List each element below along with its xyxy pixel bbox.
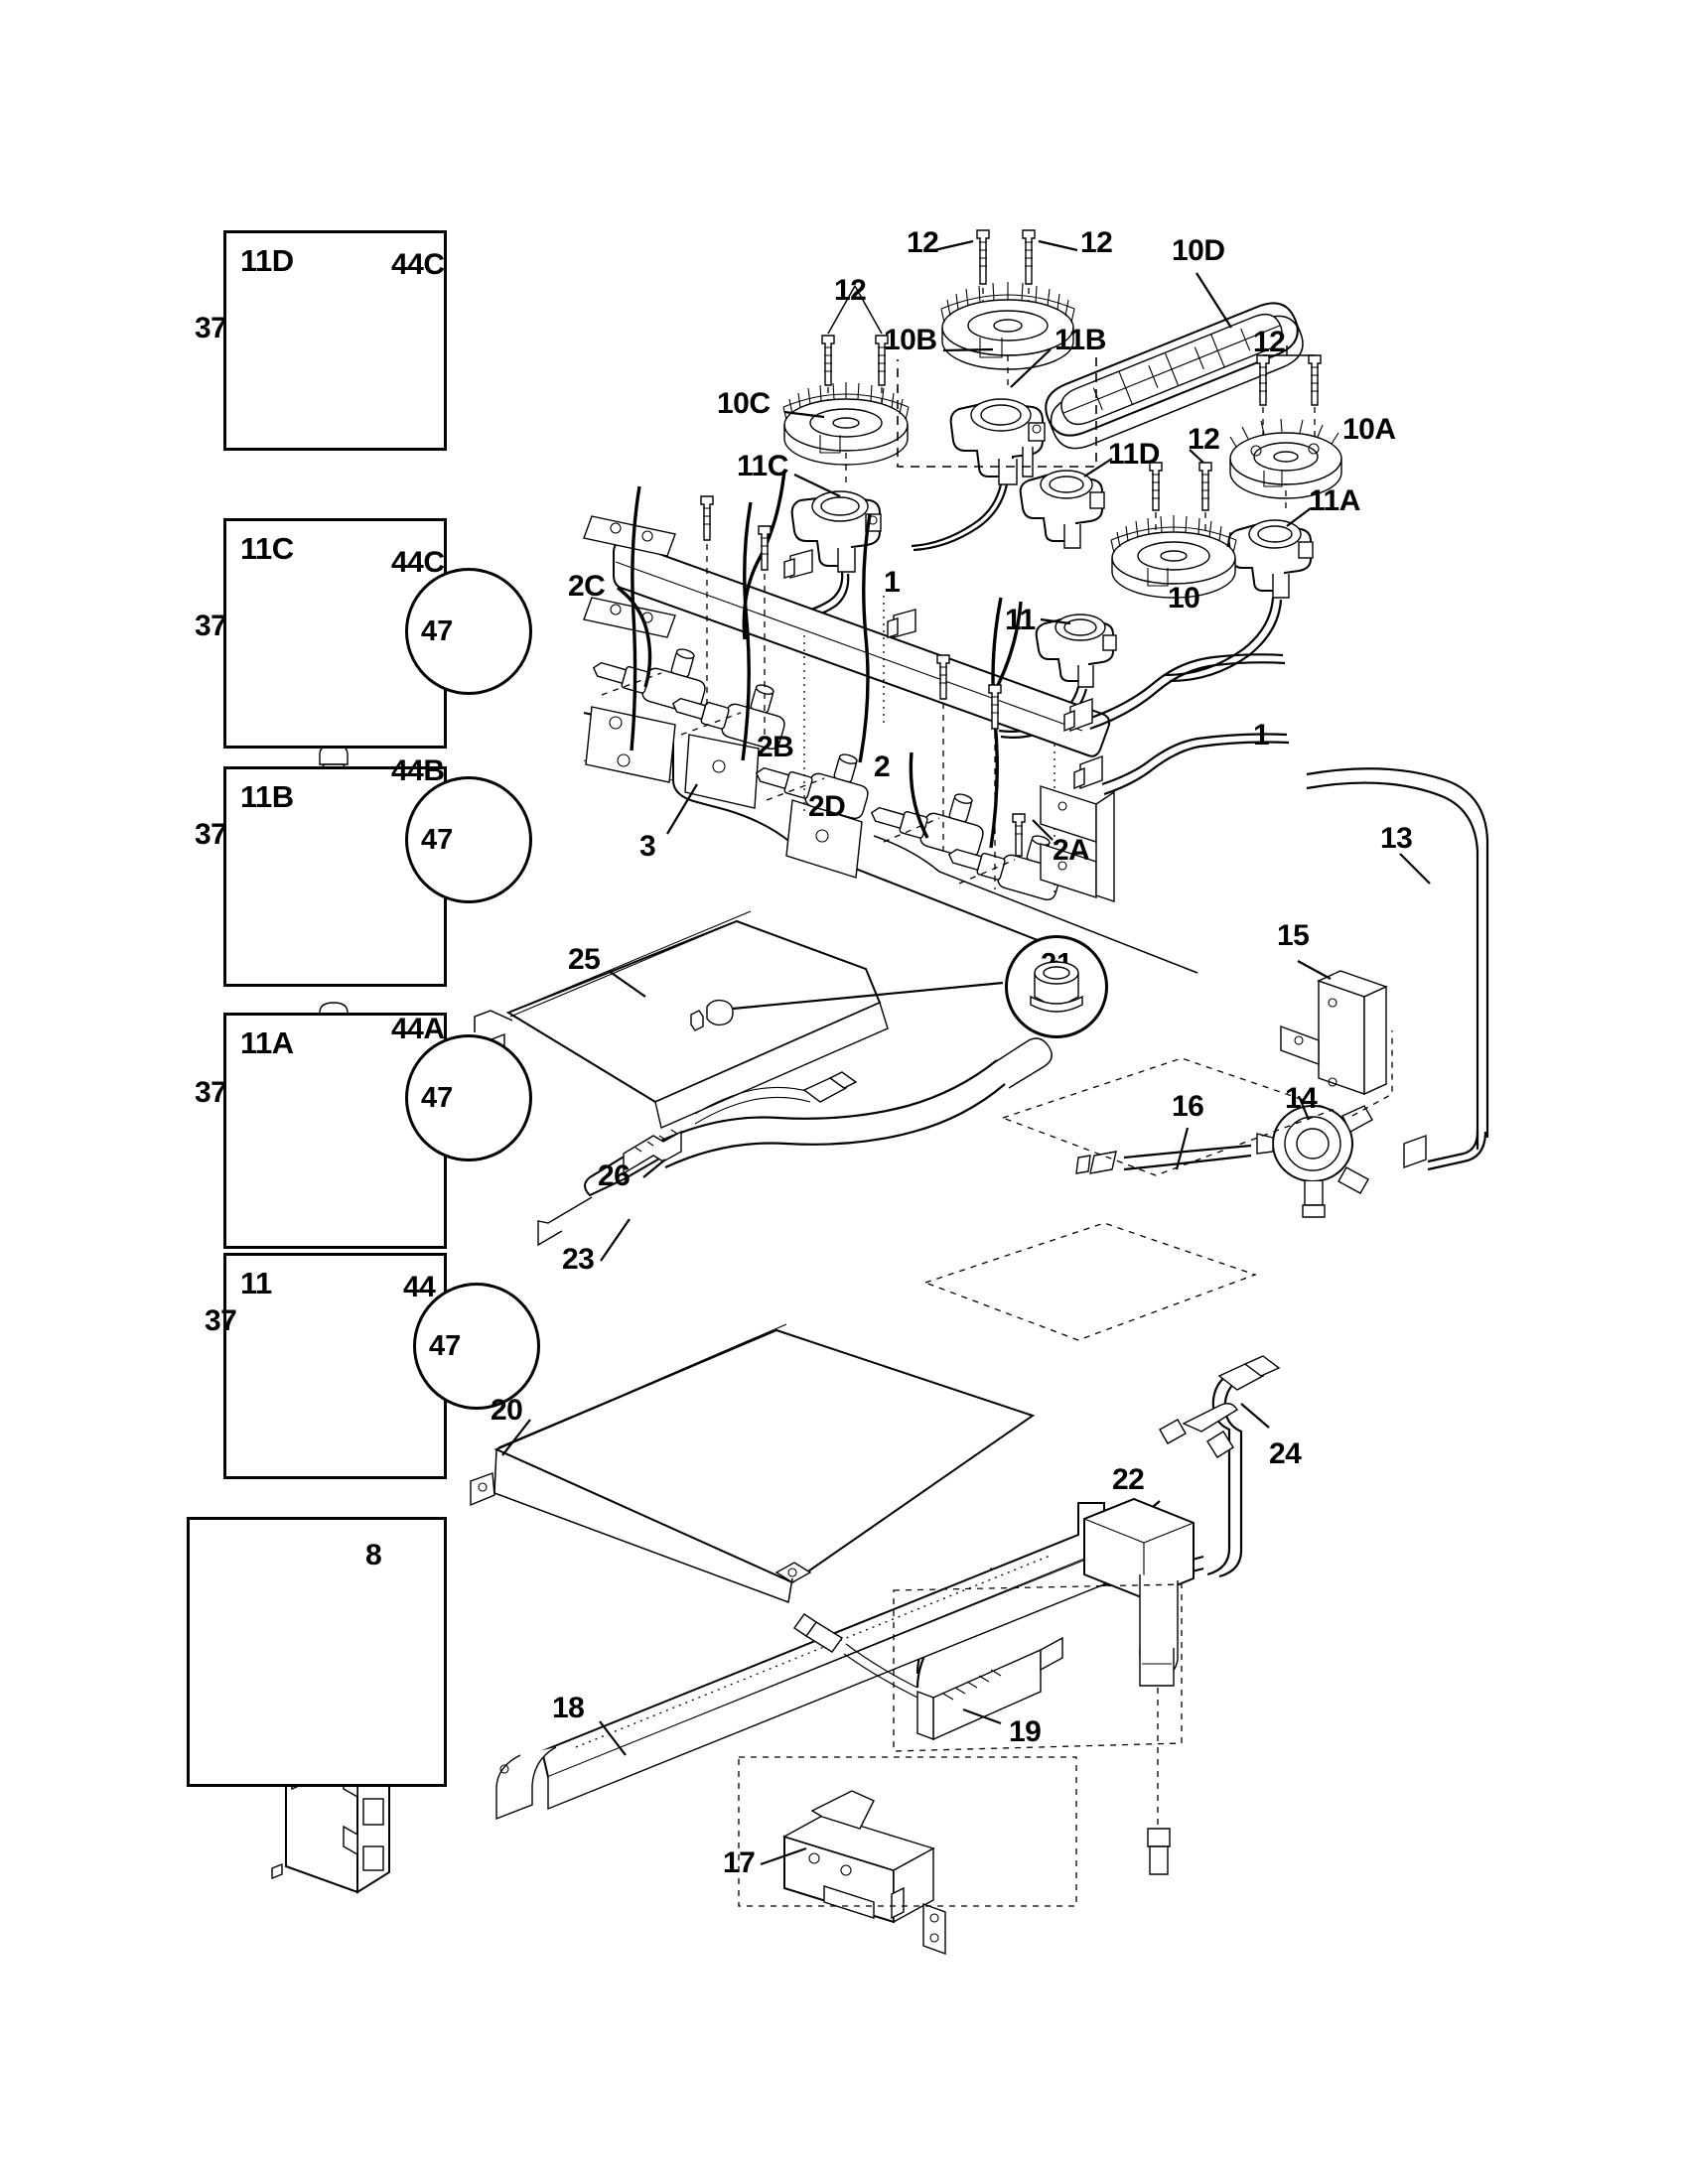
callout-12-a: 12 (907, 226, 939, 259)
inset-11d-title: 11D (240, 243, 294, 278)
callout-22: 22 (1112, 1463, 1145, 1496)
callout-24: 24 (1269, 1437, 1302, 1470)
callout-10b: 10B (884, 324, 937, 356)
callout-17: 17 (723, 1846, 756, 1879)
callout-11b: 11B (1055, 324, 1106, 356)
inset-11: 11 (223, 1253, 447, 1479)
inset-11c-title: 11C (240, 531, 294, 566)
callout-12-d: 12 (1253, 326, 1286, 358)
magnifier-47-11c (405, 568, 532, 695)
inset-11d-label-44c: 44C (391, 248, 445, 281)
lower-gas-line-art (915, 1355, 1281, 1689)
callout-16: 16 (1172, 1090, 1204, 1123)
inset-11a-title: 11A (240, 1025, 294, 1060)
callout-10c: 10C (717, 387, 771, 420)
callout-19: 19 (1009, 1715, 1042, 1748)
inset-11b: 11B (223, 766, 447, 987)
callout-23: 23 (562, 1243, 595, 1276)
callout-12-b: 12 (1080, 226, 1113, 259)
magnifier-47-11b (405, 776, 532, 903)
callout-1-b: 1 (1253, 719, 1270, 751)
broil-assembly-art (495, 1497, 1195, 1955)
callout-11d-main: 11D (1108, 438, 1160, 471)
inset-8 (187, 1517, 447, 1787)
callout-25: 25 (568, 943, 601, 976)
callout-3: 3 (639, 830, 656, 863)
callout-12-c: 12 (834, 274, 867, 307)
inset-11b-label-44b: 44B (391, 754, 445, 787)
callout-15: 15 (1277, 919, 1310, 952)
callout-20: 20 (491, 1394, 523, 1427)
callout-13: 13 (1380, 822, 1413, 855)
magnifier-47-11a (405, 1034, 532, 1161)
callout-2b: 2B (757, 731, 794, 763)
inset-11b-label-37: 37 (195, 818, 227, 851)
oven-baffle-art (474, 910, 1053, 1262)
callout-2a: 2A (1053, 834, 1090, 867)
inset-11-label-44: 44 (403, 1271, 436, 1303)
inset-11c-label-37: 37 (195, 610, 227, 642)
inset-11d-label-37: 37 (195, 312, 227, 344)
magnifier-47-11b-number: 47 (421, 824, 454, 856)
callout-12-e: 12 (1188, 423, 1220, 456)
oval-cap-10d (1045, 302, 1304, 450)
callout-11a-main: 11A (1309, 484, 1360, 517)
callout-11c-main: 11C (737, 450, 788, 482)
magnifier-21-number: 21 (1041, 948, 1073, 980)
inset-11a-label-44a: 44A (391, 1013, 445, 1045)
inset-8-label: 8 (365, 1539, 382, 1571)
callout-2: 2 (874, 751, 891, 783)
burner-shield-art (470, 1323, 1036, 1604)
inset-11-title: 11 (240, 1266, 272, 1300)
magnifier-47-11a-number: 47 (421, 1082, 454, 1114)
inset-11b-title: 11B (240, 779, 294, 814)
callout-10d: 10D (1172, 234, 1225, 267)
callout-2c: 2C (568, 570, 606, 603)
inset-11a: 11A (223, 1013, 447, 1249)
magnifier-47-11 (413, 1283, 540, 1410)
regulator-art (923, 960, 1393, 1341)
callout-26: 26 (598, 1160, 631, 1192)
safety-valve-17 (782, 1790, 1171, 1955)
inset-11a-label-37: 37 (195, 1076, 227, 1109)
callout-10a: 10A (1342, 413, 1396, 446)
inset-11-label-37: 37 (205, 1304, 237, 1337)
callout-11-main: 11 (1005, 604, 1036, 636)
callout-14: 14 (1285, 1082, 1318, 1115)
magnifier-47-11c-number: 47 (421, 615, 454, 647)
valve-group (592, 648, 1061, 901)
callout-10: 10 (1168, 582, 1200, 614)
magnifier-47-11-number: 47 (429, 1330, 462, 1362)
callout-1-a: 1 (884, 566, 901, 599)
callout-2d: 2D (808, 790, 846, 823)
callout-18: 18 (552, 1692, 585, 1724)
manifold-rail-art (583, 470, 1489, 1171)
inset-11c-label-44c: 44C (391, 546, 445, 579)
inset-11d: 11D (223, 230, 447, 451)
